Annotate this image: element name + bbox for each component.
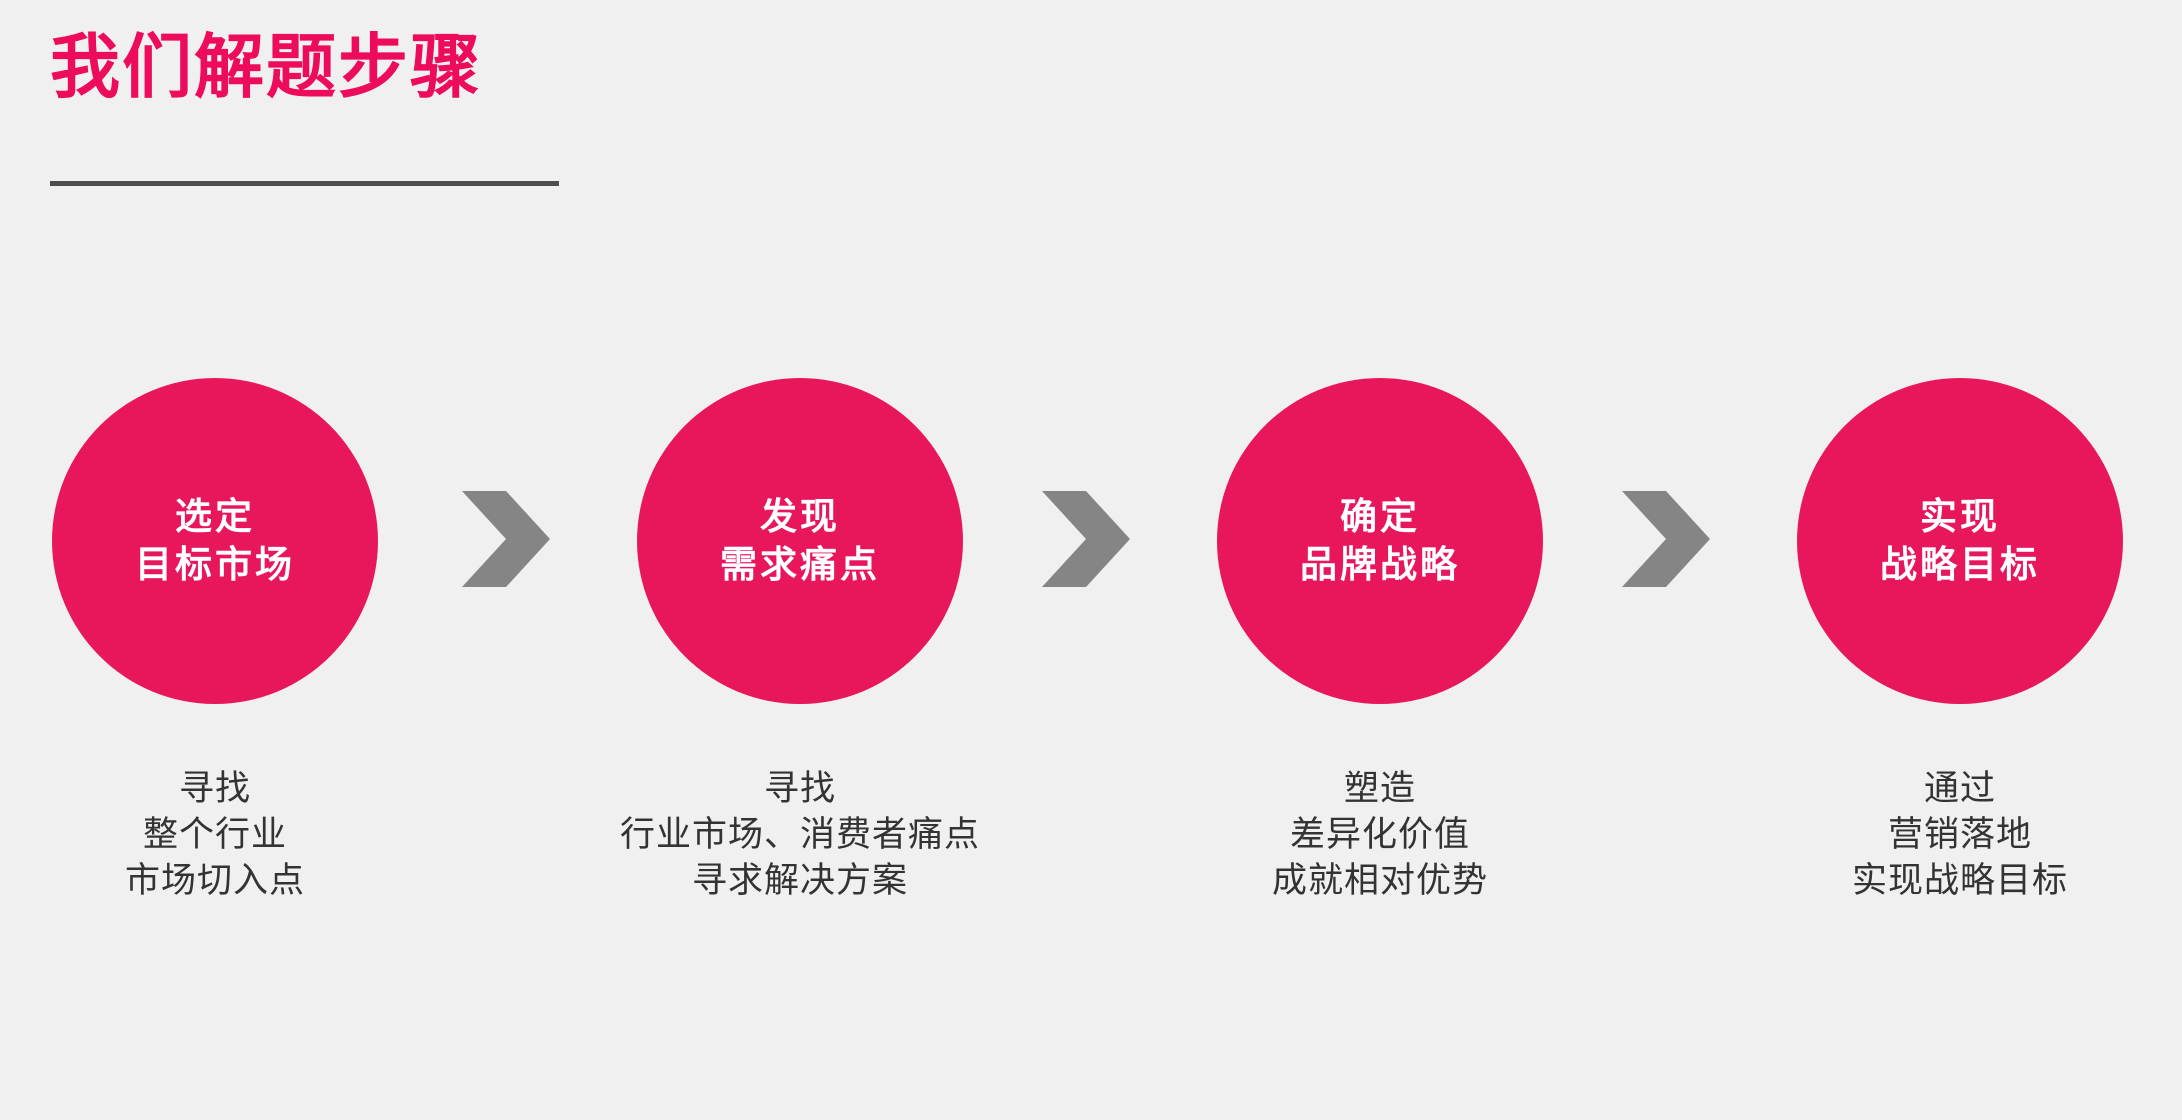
step-1-caption-line2: 整个行业	[142, 815, 287, 855]
step-1-title-line1: 选定	[175, 495, 255, 537]
step-1-caption: 寻找 整个行业 市场切入点	[52, 766, 378, 905]
step-2-caption-line1: 寻找	[763, 769, 836, 808]
step-1-caption-line1: 寻找	[178, 769, 251, 808]
step-2-caption-line2: 行业市场、消费者痛点	[619, 815, 980, 855]
step-3-title-line2: 品牌战略	[1300, 544, 1460, 585]
step-2-caption: 寻找 行业市场、消费者痛点 寻求解决方案	[560, 766, 1040, 905]
step-1-title-line2: 目标市场	[135, 544, 295, 585]
step-3-caption-line3: 成就相对优势	[1271, 861, 1488, 901]
step-4-caption-line2: 营销落地	[1887, 815, 2032, 855]
step-3-title-line1: 确定	[1340, 495, 1420, 537]
step-2-caption-line3: 寻求解决方案	[691, 861, 908, 901]
step-2-title-line1: 发现	[760, 495, 840, 537]
step-1-circle[interactable]: 选定 目标市场	[52, 378, 378, 704]
process-step-2[interactable]: 发现 需求痛点	[637, 378, 963, 704]
step-2-title-line2: 需求痛点	[720, 544, 880, 585]
title-underline-rule	[50, 181, 559, 186]
chevron-right-icon-2	[1042, 491, 1130, 587]
process-step-1[interactable]: 选定 目标市场	[52, 378, 378, 704]
step-2-circle[interactable]: 发现 需求痛点	[637, 378, 963, 704]
step-4-title-line2: 战略目标	[1880, 544, 2040, 585]
chevron-right-icon-3	[1622, 491, 1710, 587]
process-flow: 选定 目标市场 发现 需求痛点 确定 品牌战	[0, 378, 2182, 718]
step-4-caption-line3: 实现战略目标	[1851, 861, 2068, 901]
step-3-caption: 塑造 差异化价值 成就相对优势	[1217, 766, 1543, 905]
process-step-4[interactable]: 实现 战略目标	[1797, 378, 2123, 704]
step-3-caption-line1: 塑造	[1343, 769, 1416, 808]
step-4-title-line1: 实现	[1920, 495, 2000, 537]
step-4-caption: 通过 营销落地 实现战略目标	[1797, 766, 2123, 905]
step-1-caption-line3: 市场切入点	[124, 861, 305, 901]
chevron-right-icon-1	[462, 491, 550, 587]
page-title: 我们解题步骤	[50, 28, 482, 106]
slide-header: 我们解题步骤	[50, 28, 950, 106]
step-4-circle[interactable]: 实现 战略目标	[1797, 378, 2123, 704]
step-3-circle[interactable]: 确定 品牌战略	[1217, 378, 1543, 704]
process-step-3[interactable]: 确定 品牌战略	[1217, 378, 1543, 704]
step-3-caption-line2: 差异化价值	[1289, 815, 1470, 855]
step-4-caption-line1: 通过	[1923, 769, 1996, 808]
